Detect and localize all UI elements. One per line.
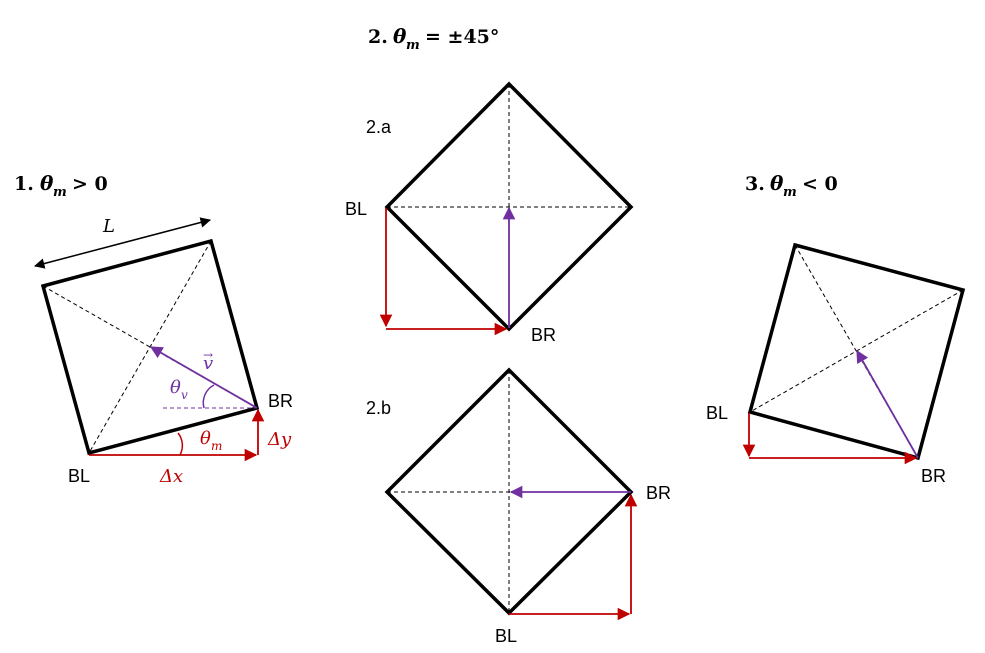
case-3-bl-label: BL <box>706 403 728 423</box>
svg-text:m: m <box>783 185 797 200</box>
theta-m-arc <box>177 432 184 456</box>
svg-text:2.: 2. <box>368 26 388 48</box>
case-2a-square <box>384 81 634 332</box>
title-case-1: 1. θ m > 0 <box>14 171 108 200</box>
svg-text:m: m <box>53 185 67 200</box>
theta-v-arc <box>202 384 215 409</box>
dy-label: Δy <box>267 429 292 450</box>
case-1-diagram: L v → θ v θ m Δx Δy BL BR <box>33 216 293 487</box>
svg-text:1.: 1. <box>14 173 34 195</box>
case-3-diagram: BL BR <box>706 242 966 486</box>
length-arrow <box>33 217 212 269</box>
case-1-bl-label: BL <box>68 466 90 486</box>
case-2a-br-label: BR <box>531 325 556 345</box>
case-1-vector-v <box>149 346 258 409</box>
theta-v-label: θ <box>170 377 181 398</box>
svg-text:m: m <box>406 38 420 53</box>
case-3-diagonal-b <box>749 289 964 413</box>
svg-text:< 0: < 0 <box>802 173 838 195</box>
case-1-diagonal-b <box>88 240 212 454</box>
theta-m-label: θ <box>200 428 211 449</box>
svg-text:θ: θ <box>40 171 54 195</box>
vector-v-label: v <box>203 353 213 374</box>
case-3-vector <box>856 349 919 459</box>
svg-text:= ±45°: = ±45° <box>425 26 499 48</box>
case-3-br-label: BR <box>921 466 946 486</box>
case-2b-diagram: 2.b BL BR <box>366 367 671 646</box>
svg-text:3.: 3. <box>745 173 765 195</box>
case-2b-bl-label: BL <box>495 626 517 646</box>
theta-v-sub: v <box>181 388 188 402</box>
svg-text:θ: θ <box>770 171 784 195</box>
svg-text:θ: θ <box>393 24 407 48</box>
vector-v-arrow: → <box>203 348 213 362</box>
svg-text:> 0: > 0 <box>72 173 108 195</box>
case-2a-diagram: 2.a BL BR <box>345 81 634 345</box>
panel-2b-label: 2.b <box>366 398 391 418</box>
case-1-br-label: BR <box>268 391 293 411</box>
case-2a-bl-label: BL <box>345 199 367 219</box>
case-2b-square <box>384 367 634 616</box>
case-2b-br-label: BR <box>646 483 671 503</box>
title-case-2: 2. θ m = ±45° <box>368 24 499 53</box>
title-case-3: 3. θ m < 0 <box>745 171 838 200</box>
length-label: L <box>102 216 115 237</box>
panel-2a-label: 2.a <box>366 117 392 137</box>
theta-m-sub: m <box>211 439 222 453</box>
dx-label: Δx <box>159 466 183 487</box>
